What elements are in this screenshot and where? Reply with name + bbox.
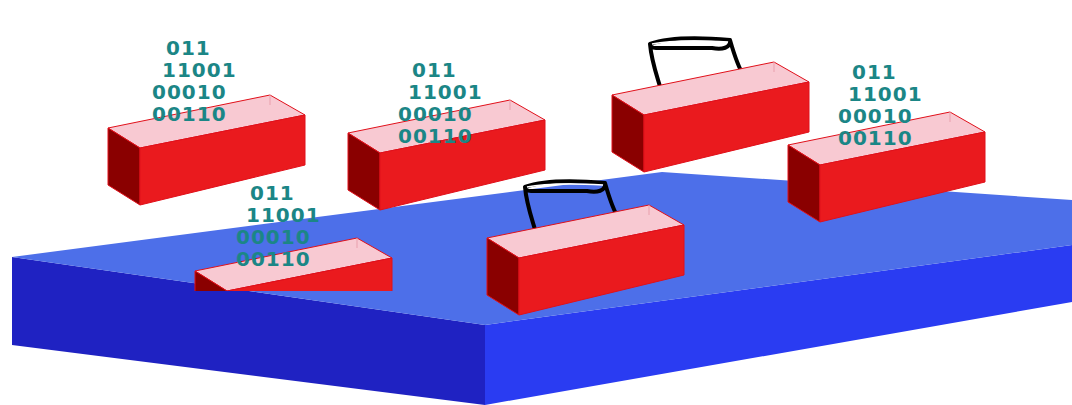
binary-digits: 11001 [162, 60, 237, 80]
binary-digits: 11001 [408, 82, 483, 102]
binary-digits: 011 [166, 38, 211, 58]
binary-digits: 00110 [236, 249, 311, 269]
binary-digits: 00010 [398, 104, 473, 124]
binary-digits: 11001 [848, 84, 923, 104]
binary-digits: 011 [412, 60, 457, 80]
basket-box [487, 181, 684, 315]
data-box [348, 100, 545, 210]
binary-digits: 00010 [152, 82, 227, 102]
binary-digits: 011 [250, 183, 295, 203]
binary-digits: 00110 [152, 104, 227, 124]
binary-digits: 00110 [398, 126, 473, 146]
binary-digits: 00110 [838, 128, 913, 148]
data-box [788, 112, 985, 222]
basket-box [612, 38, 809, 172]
binary-digits: 00010 [236, 227, 311, 247]
binary-digits: 11001 [246, 205, 321, 225]
data-box [108, 95, 305, 205]
binary-digits: 011 [852, 62, 897, 82]
binary-digits: 00010 [838, 106, 913, 126]
